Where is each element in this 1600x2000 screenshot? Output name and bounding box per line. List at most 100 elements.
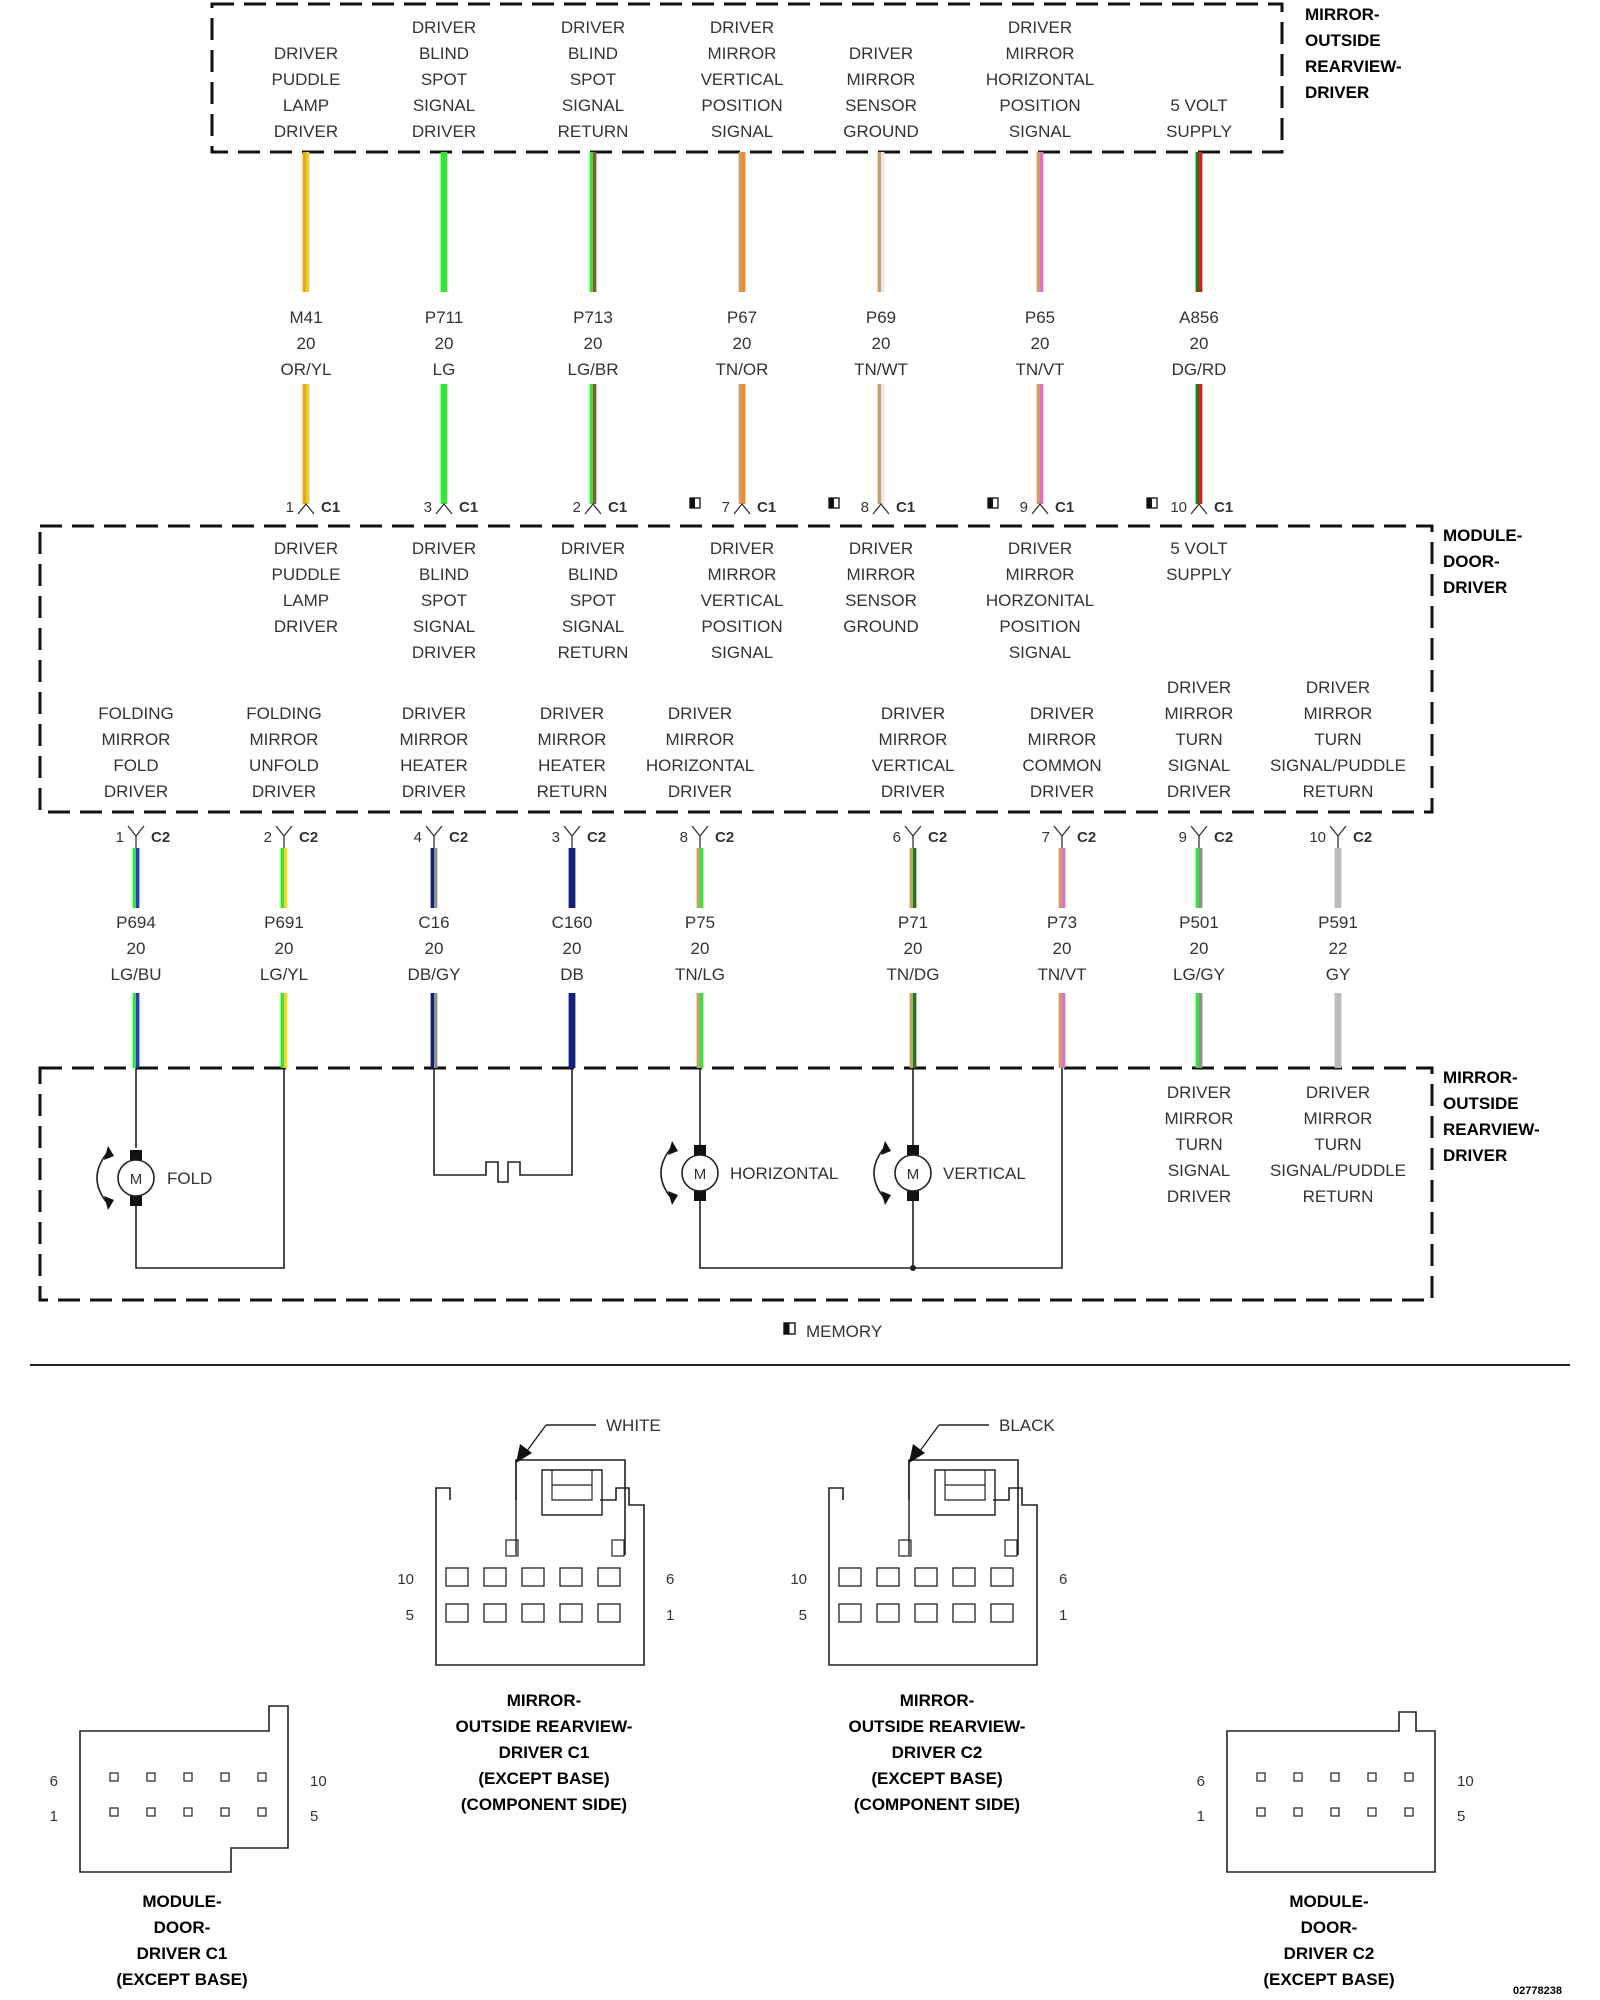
pin-symbol	[904, 825, 922, 848]
pin-number: 7	[722, 499, 730, 516]
pin-number: 6	[1197, 1773, 1205, 1790]
cavity	[838, 1567, 862, 1587]
cavity	[220, 1807, 230, 1817]
wire-gauge: 20	[1053, 939, 1072, 958]
wire-segment	[738, 384, 746, 504]
connector-caption: MIRROR-OUTSIDE REARVIEW-DRIVER C2(EXCEPT…	[849, 1691, 1026, 1814]
cavity	[597, 1603, 621, 1623]
wire-gauge: 20	[1190, 334, 1209, 353]
pin-number: 5	[799, 1607, 807, 1624]
wire-gauge: 20	[275, 939, 294, 958]
wire-gauge: 20	[563, 939, 582, 958]
wire-segment	[430, 993, 438, 1068]
wire-segment	[1036, 152, 1044, 292]
vertical-label: VERTICAL	[943, 1164, 1026, 1183]
wire-color: LG	[433, 360, 456, 379]
circuit-code: C160	[552, 913, 593, 932]
cavity	[146, 1772, 156, 1782]
pin-number: 10	[1170, 499, 1187, 516]
cavity	[876, 1567, 900, 1587]
pin-number: 10	[790, 1571, 807, 1588]
memory-icon	[689, 497, 701, 509]
wire-gauge: 20	[435, 334, 454, 353]
cavity	[183, 1772, 193, 1782]
cavity	[559, 1603, 583, 1623]
pin-number: 7	[1042, 829, 1050, 846]
wire-segment	[909, 848, 917, 908]
connector-id: C1	[608, 499, 627, 516]
wire-segment	[1195, 993, 1203, 1068]
mirror-bottom-name: MIRROR- OUTSIDE REARVIEW- DRIVER	[1443, 1068, 1544, 1165]
wire-color: TN/LG	[675, 965, 725, 984]
cavity	[1330, 1807, 1340, 1817]
circuit-code: C16	[418, 913, 449, 932]
cavity	[1293, 1772, 1303, 1782]
wire-segment	[1195, 848, 1203, 908]
wire-gauge: 20	[297, 334, 316, 353]
cavity	[1330, 1772, 1340, 1782]
cavity	[483, 1603, 507, 1623]
wire-segment	[877, 384, 885, 504]
cavity	[1404, 1807, 1414, 1817]
mirror-top-name: MIRROR- OUTSIDE REARVIEW- DRIVER	[1305, 5, 1406, 102]
wire-gauge: 20	[733, 334, 752, 353]
circuit-code: P75	[685, 913, 715, 932]
wire-color: TN/VT	[1037, 965, 1086, 984]
cavity	[914, 1603, 938, 1623]
wire-segment	[909, 993, 917, 1068]
wire-segment	[1036, 384, 1044, 504]
circuit-code: P501	[1179, 913, 1219, 932]
pin-number: 8	[680, 829, 688, 846]
connector-id: C1	[1214, 499, 1233, 516]
connector-id: C1	[1055, 499, 1074, 516]
cavity	[952, 1603, 976, 1623]
cavity	[183, 1807, 193, 1817]
cavity	[1256, 1772, 1266, 1782]
cavity	[1256, 1807, 1266, 1817]
wire-gauge: 22	[1329, 939, 1348, 958]
connector-caption: MODULE-DOOR-DRIVER C1(EXCEPT BASE)	[116, 1892, 247, 1989]
cavity	[445, 1603, 469, 1623]
pin-symbol	[425, 825, 443, 848]
wire-segment	[132, 993, 140, 1068]
pin-number: 6	[893, 829, 901, 846]
pin-number: 5	[406, 1607, 414, 1624]
pin-symbol	[1190, 825, 1208, 848]
cavity	[109, 1772, 119, 1782]
cavity	[521, 1567, 545, 1587]
wire-segment	[302, 152, 310, 292]
pin-number: 10	[1457, 1773, 1474, 1790]
cavity	[952, 1567, 976, 1587]
figure-id: 02778238	[1513, 1985, 1562, 1997]
pin-number: 9	[1020, 499, 1028, 516]
connector-caption: MIRROR-OUTSIDE REARVIEW-DRIVER C1(EXCEPT…	[456, 1691, 633, 1814]
circuit-code: P713	[573, 308, 613, 327]
pin-symbol	[733, 502, 751, 515]
wire-gauge: 20	[904, 939, 923, 958]
horizontal-motor: M HORIZONTAL	[660, 1141, 838, 1205]
wire-segment	[302, 384, 310, 504]
wire-segment	[1334, 848, 1342, 908]
cavity	[1367, 1772, 1377, 1782]
pin-number: 1	[1059, 1607, 1067, 1624]
wire-color: OR/YL	[280, 360, 331, 379]
